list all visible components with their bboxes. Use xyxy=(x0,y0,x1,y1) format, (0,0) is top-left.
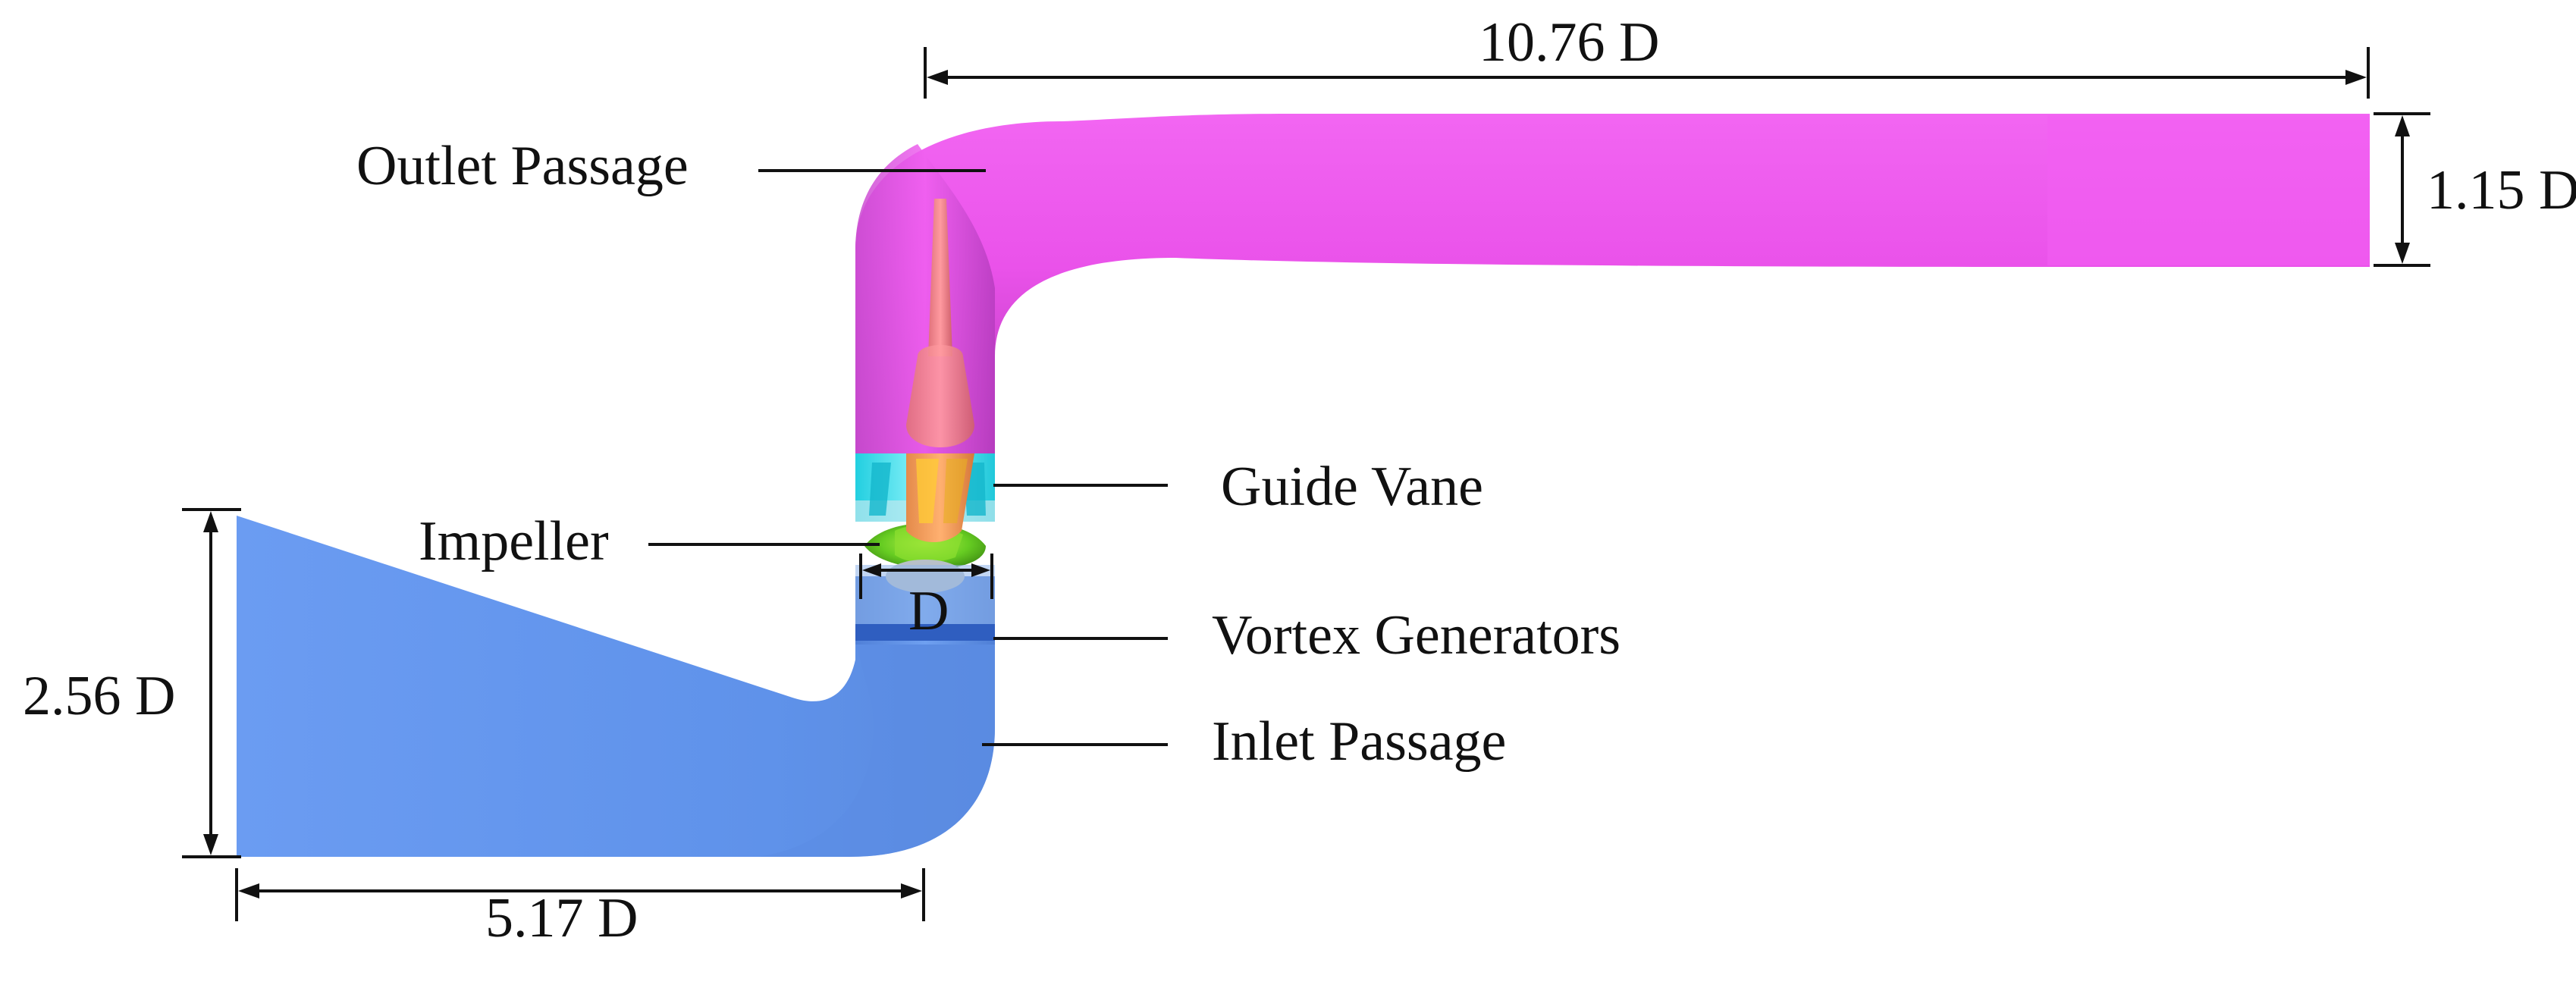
inlet-length-arrow-left xyxy=(238,883,259,899)
impeller-dia-arrow-left xyxy=(862,563,881,577)
outlet-passage-label: Outlet Passage xyxy=(356,135,689,197)
inlet-elbow-shade xyxy=(758,641,995,857)
outlet-length-dim-label: 10.76 D xyxy=(1479,11,1659,74)
outlet-passage-body xyxy=(855,114,2370,455)
outlet-length-arrow-right xyxy=(2345,70,2367,85)
hub-body xyxy=(906,345,974,447)
impeller-diameter-label: D xyxy=(908,580,949,642)
outlet-height-arrow-bottom xyxy=(2395,243,2410,264)
inlet-passage-label: Inlet Passage xyxy=(1212,710,1506,773)
outlet-height-arrow-top xyxy=(2395,115,2410,136)
impeller-dia-arrow-right xyxy=(971,563,990,577)
hub-and-shaft xyxy=(906,199,974,542)
inlet-length-dim-label: 5.17 D xyxy=(485,887,638,949)
outlet-pipe-tint xyxy=(2047,115,2370,265)
outlet-passage-shape xyxy=(855,114,2370,455)
outlet-length-arrow-left xyxy=(927,70,948,85)
guide-vane-label: Guide Vane xyxy=(1221,456,1483,518)
impeller-label: Impeller xyxy=(419,510,609,572)
inlet-height-dim-label: 2.56 D xyxy=(23,665,175,727)
inlet-height-arrow-top xyxy=(203,511,218,532)
vortex-generators-band xyxy=(855,624,995,641)
inlet-height-arrow-bottom xyxy=(203,834,218,855)
impeller-assembly xyxy=(855,523,995,624)
vortex-generators-label: Vortex Generators xyxy=(1212,604,1621,667)
outlet-height-dim-label: 1.15 D xyxy=(2427,159,2576,221)
inlet-length-arrow-right xyxy=(901,883,922,899)
inlet-passage-shape xyxy=(237,516,995,857)
drive-shaft xyxy=(928,199,952,356)
